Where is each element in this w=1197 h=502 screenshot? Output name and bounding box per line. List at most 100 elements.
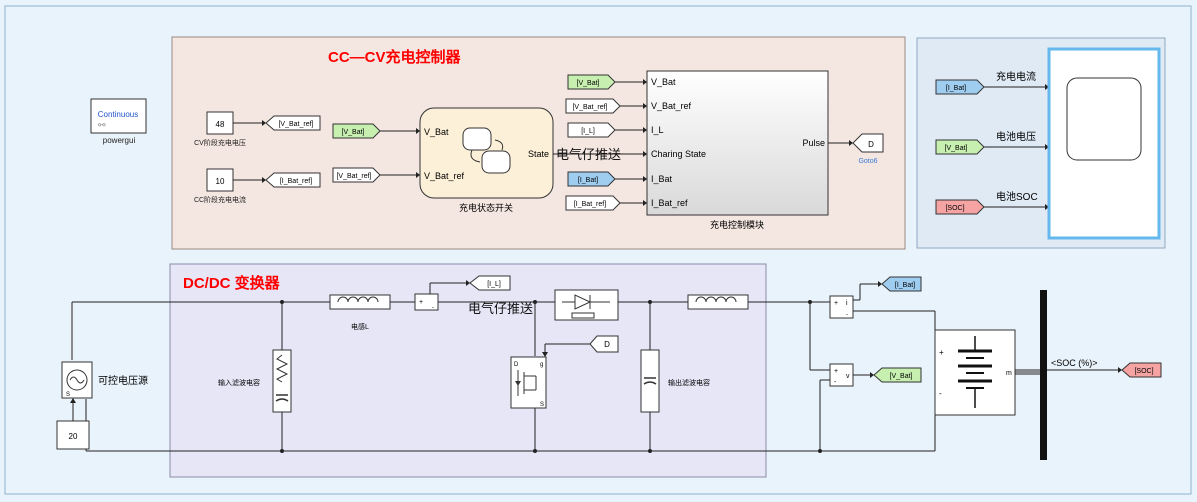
goto-d-1[interactable]: D xyxy=(852,133,884,153)
source-port-s: S xyxy=(66,392,70,398)
control-port-pulse: Pulse xyxy=(802,138,825,148)
vmeter-v: v xyxy=(846,373,850,380)
control-port-i-l: I_L xyxy=(651,125,664,135)
from-d-mosfet[interactable]: D xyxy=(589,335,619,353)
mosfet-port-s: S xyxy=(540,402,544,408)
goto6-caption: Goto6 xyxy=(858,158,877,165)
stateflow-port-state: State xyxy=(528,149,549,159)
from-v-bat-1-label: [V_Bat] xyxy=(342,129,365,136)
from-v-bat-ref-2-label: [V_Bat_ref] xyxy=(572,104,607,111)
output-inductor[interactable] xyxy=(687,294,749,310)
bus-output-label: <SOC (%)> xyxy=(1051,358,1098,368)
from-soc-1-label: [SOC] xyxy=(945,205,964,212)
source-label: 可控电压源 xyxy=(98,374,148,387)
from-i-bat-2[interactable]: [I_Bat] xyxy=(935,79,985,95)
constant-cv-value: 48 xyxy=(216,120,225,129)
scope-label-voltage: 电池电压 xyxy=(996,130,1036,143)
powergui-mode: Continuous xyxy=(98,110,138,119)
control-port-i-bat-ref: I_Bat_ref xyxy=(651,198,688,208)
from-d-mosfet-label: D xyxy=(604,340,610,349)
cout-label: 输出滤波电容 xyxy=(668,378,710,387)
current-meter-il[interactable]: + - xyxy=(414,293,439,311)
diode[interactable] xyxy=(554,289,619,321)
from-i-bat-ref-1[interactable]: [I_Bat_ref] xyxy=(565,195,621,211)
goto-i-bat-ref-1-label: [I_Bat_ref] xyxy=(280,178,312,185)
scope-block[interactable] xyxy=(1047,47,1161,240)
goto-soc[interactable]: [SOC] xyxy=(1121,362,1162,378)
bus-selector[interactable] xyxy=(1040,290,1047,460)
goto-v-bat-ref-1-label: [V_Bat_ref] xyxy=(278,121,313,128)
output-filter-capacitor[interactable] xyxy=(640,349,660,413)
from-v-bat-2[interactable]: [V_Bat] xyxy=(567,74,616,90)
stateflow-chart[interactable]: V_Bat V_Bat_ref State xyxy=(419,107,554,199)
goto-i-bat-label: [I_Bat] xyxy=(895,282,915,289)
control-port-charing-state: Charing State xyxy=(651,149,706,159)
stateflow-port-v-bat: V_Bat xyxy=(424,127,449,137)
goto-i-l[interactable]: [I_L] xyxy=(469,275,511,291)
from-v-bat-ref-1-label: [V_Bat_ref] xyxy=(336,173,371,180)
constant-cc-value: 10 xyxy=(216,177,225,186)
current-meter-bat[interactable]: + i - xyxy=(829,295,854,319)
from-v-bat-2-label: [V_Bat] xyxy=(577,80,600,87)
scope-label-current: 充电电流 xyxy=(996,70,1036,83)
from-i-l-1[interactable]: [I_L] xyxy=(567,122,616,138)
stateflow-port-v-bat-ref: V_Bat_ref xyxy=(424,171,465,181)
goto-d-1-label: D xyxy=(868,140,874,149)
goto-i-bat-ref-1[interactable]: [I_Bat_ref] xyxy=(265,172,321,188)
inductor-l[interactable] xyxy=(329,294,391,310)
from-i-l-1-label: [I_L] xyxy=(581,128,595,135)
control-port-i-bat: I_Bat xyxy=(651,174,673,184)
from-v-bat-3-label: [V_Bat] xyxy=(945,145,968,152)
from-v-bat-3[interactable]: [V_Bat] xyxy=(935,139,985,155)
from-soc-1[interactable]: [SOC] xyxy=(935,199,985,215)
battery-m: m xyxy=(1006,370,1012,377)
constant-cv[interactable]: 48 xyxy=(206,111,234,135)
bat-imeter-plus: + xyxy=(834,300,838,307)
il-meter-minus: - xyxy=(432,305,434,311)
from-v-bat-ref-2[interactable]: [V_Bat_ref] xyxy=(565,98,621,114)
bat-imeter-minus: - xyxy=(846,312,848,318)
stateflow-caption: 充电状态开关 xyxy=(459,202,513,213)
input-filter-capacitor[interactable] xyxy=(272,349,292,413)
from-i-bat-1-label: [I_Bat] xyxy=(578,177,598,184)
constant-source-value: 20 xyxy=(69,432,78,441)
from-v-bat-1[interactable]: [V_Bat] xyxy=(332,123,381,139)
powergui-label: powergui xyxy=(103,136,136,145)
battery-plus: + xyxy=(939,348,944,357)
goto-soc-label: [SOC] xyxy=(1134,368,1153,375)
cin-label: 输入滤波电容 xyxy=(218,378,260,387)
control-block-caption: 充电控制模块 xyxy=(710,219,764,230)
goto-v-bat[interactable]: [V_Bat] xyxy=(873,367,922,383)
watermark-2: 电气仔推送 xyxy=(468,301,533,317)
constant-source[interactable]: 20 xyxy=(56,420,90,450)
mosfet[interactable]: g D S xyxy=(510,356,547,409)
dcdc-area xyxy=(169,263,767,478)
goto-i-l-label: [I_L] xyxy=(487,281,501,288)
constant-cv-label: CV阶段充电电压 xyxy=(194,138,246,147)
mosfet-port-d: D xyxy=(514,362,519,368)
voltage-meter[interactable]: + - v xyxy=(829,363,854,387)
from-i-bat-2-label: [I_Bat] xyxy=(946,85,966,92)
mosfet-port-g: g xyxy=(540,362,543,368)
constant-cc[interactable]: 10 xyxy=(206,168,234,192)
battery-minus: - xyxy=(939,389,942,398)
link-icon: ⚯ xyxy=(98,121,106,131)
vmeter-plus: + xyxy=(834,368,838,375)
from-i-bat-1[interactable]: [I_Bat] xyxy=(567,171,616,187)
dcdc-title: DC/DC 变换器 xyxy=(183,274,281,292)
powergui-block[interactable]: Continuous ⚯ powergui xyxy=(90,98,147,145)
watermark-1: 电气仔推送 xyxy=(556,147,621,163)
charging-control-block[interactable]: V_Bat V_Bat_ref I_L Charing State I_Bat … xyxy=(646,70,829,216)
goto-i-bat[interactable]: [I_Bat] xyxy=(881,276,922,292)
inductor-label: 电感L xyxy=(351,322,369,331)
from-i-bat-ref-1-label: [I_Bat_ref] xyxy=(574,201,606,208)
controlled-voltage-source[interactable]: S xyxy=(61,361,93,399)
goto-v-bat-ref-1[interactable]: [V_Bat_ref] xyxy=(265,115,321,131)
vmeter-minus: - xyxy=(834,379,837,386)
battery[interactable]: + - m xyxy=(934,329,1016,416)
scope-screen xyxy=(1066,77,1142,161)
scope-label-soc: 电池SOC xyxy=(996,190,1038,203)
control-port-v-bat: V_Bat xyxy=(651,77,676,87)
from-v-bat-ref-1[interactable]: [V_Bat_ref] xyxy=(332,167,381,183)
